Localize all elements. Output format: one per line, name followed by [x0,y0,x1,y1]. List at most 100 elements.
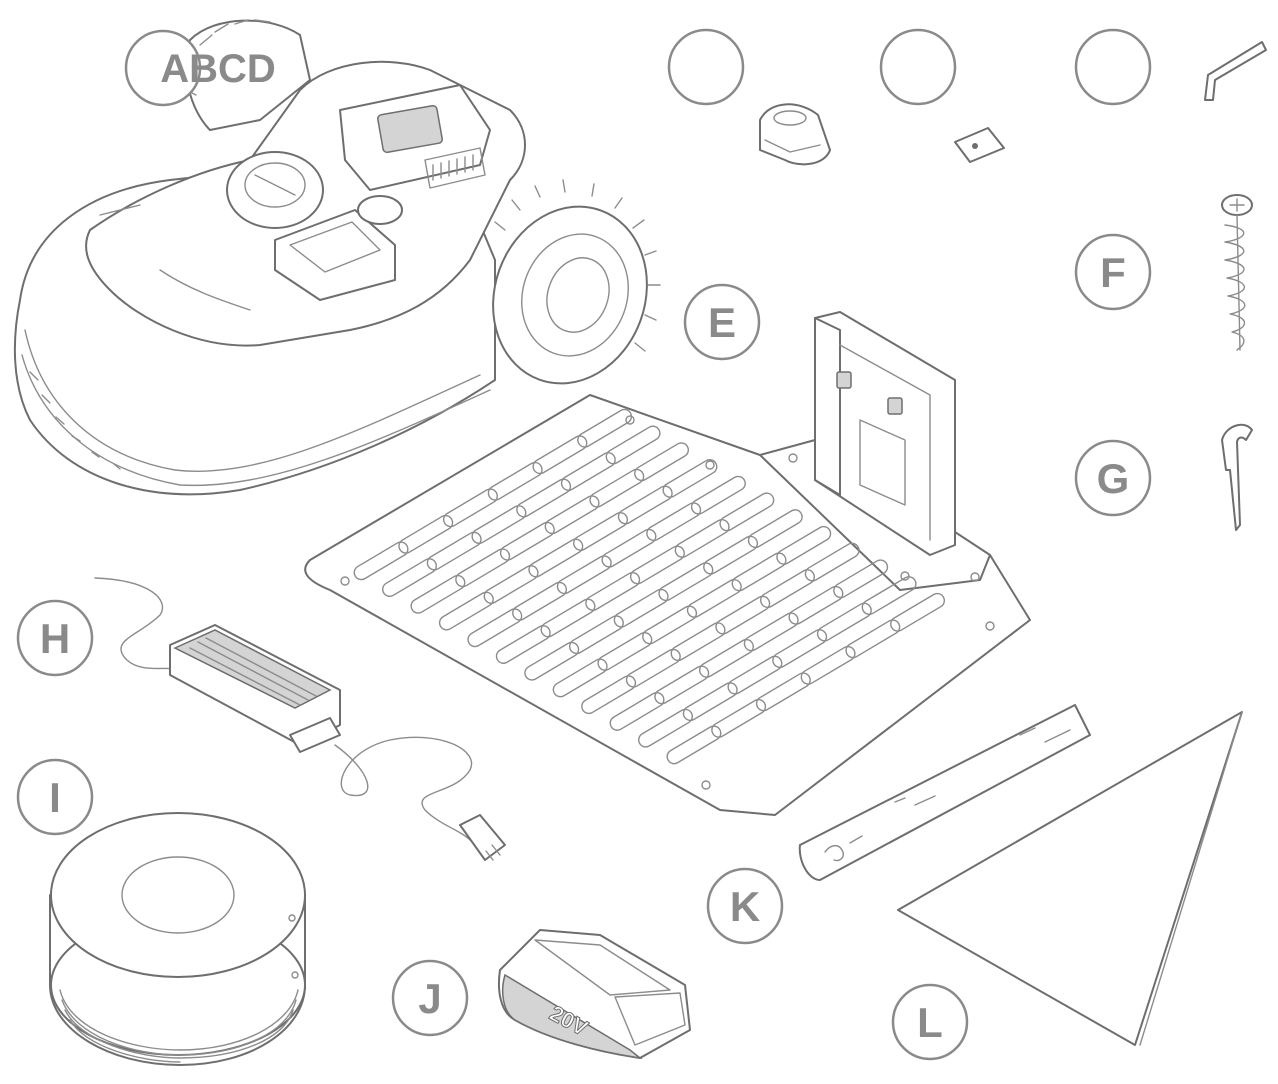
circle-wrench-group [1074,28,1267,106]
label-l: L [917,999,943,1046]
wire-spool [49,812,306,1066]
label-circle-e [683,283,761,361]
label-h: H [40,615,70,662]
plate-slot [410,574,466,614]
plate-slot [581,675,637,715]
label-circle-k [706,867,784,945]
plate-slot [487,461,543,501]
empty-label-circle-3 [1074,28,1152,106]
plate-slot [353,541,409,581]
plate-slot [788,585,844,625]
robotic-mower [13,19,661,496]
plate-slot [532,435,588,475]
plate-slot [833,559,889,599]
plate-slot [605,425,661,465]
plate-slot [743,612,799,652]
plate-slot [455,548,511,588]
plate-slot [382,558,437,598]
label-circle-j [391,959,469,1037]
ground-peg [1221,423,1253,531]
plate-slot [816,602,872,642]
empty-label-circle-2 [879,28,957,106]
plate-slot [686,578,742,618]
label-circle-h [16,599,94,677]
screw [1221,194,1253,351]
plate-slot [804,542,860,582]
plate-slot [617,485,673,525]
label-circle-i [16,758,94,836]
label-j: J [418,975,441,1022]
plate-slot [556,555,612,595]
label-circle-l [891,983,969,1061]
plate-slot [483,565,539,604]
plate-slot [467,608,523,648]
plate-slot [613,588,669,628]
plate-slot [642,605,698,645]
label-circle-g [1074,439,1152,517]
charging-station [304,311,1031,816]
plate-slot [512,581,568,621]
plate-slot [682,682,738,722]
plate-slot [800,645,856,685]
plate-slot [471,505,527,544]
plate-slot [845,619,901,659]
boundary-triangle [897,711,1243,1046]
empty-label-circle-1 [667,28,745,106]
label-abcd: ABCD [160,47,276,91]
plate-slot [646,502,702,542]
label-e: E [708,299,736,346]
plate-slot [670,622,726,662]
plate-slot [577,408,633,448]
plate-slot [516,478,572,518]
plate-slot [573,512,629,551]
plate-slot [638,708,693,748]
plate-slot [727,655,783,695]
plate-slot [634,442,690,482]
power-supply [94,577,506,861]
plate-slot [719,492,775,532]
charging-plate-slots [353,408,946,765]
label-i: I [49,774,61,821]
plate-slot [495,625,551,664]
plate-slot [674,518,730,558]
plate-slot [544,495,600,535]
plate-slot [760,569,815,609]
plate-slot [715,595,771,635]
plate-slot [585,572,641,611]
plate-slot [609,691,665,731]
circle-connector-group [667,28,831,166]
plate-slot [772,629,828,669]
plate-slot [426,531,482,571]
plate-slot [601,528,657,568]
battery-pack: 20V [497,929,691,1060]
plate-slot [589,468,645,508]
label-circle-f [1074,233,1152,311]
plate-slot [540,598,596,638]
plate-slot [699,638,754,678]
plate-slot [443,488,498,528]
distance-gauge [798,704,1091,881]
plate-slot [568,615,624,655]
plate-slot [731,552,787,592]
plate-slot [398,514,454,554]
plate-slot [703,535,759,575]
plate-slot [625,648,681,688]
plate-slot [499,521,555,561]
plate-slot [890,592,946,632]
plate-slot [528,538,584,578]
circle-blade-group [879,28,1005,163]
label-k: K [730,883,760,930]
plate-slot [629,545,685,585]
label-f: F [1100,249,1126,296]
plate-slot [662,458,718,498]
plate-slot [690,475,746,515]
plate-slot [755,672,811,712]
plate-slot [658,562,714,602]
plate-slot [552,658,608,698]
plate-slot [654,665,710,705]
plate-slot [597,631,653,671]
plate-slot [711,698,767,738]
plate-slot [861,576,917,615]
